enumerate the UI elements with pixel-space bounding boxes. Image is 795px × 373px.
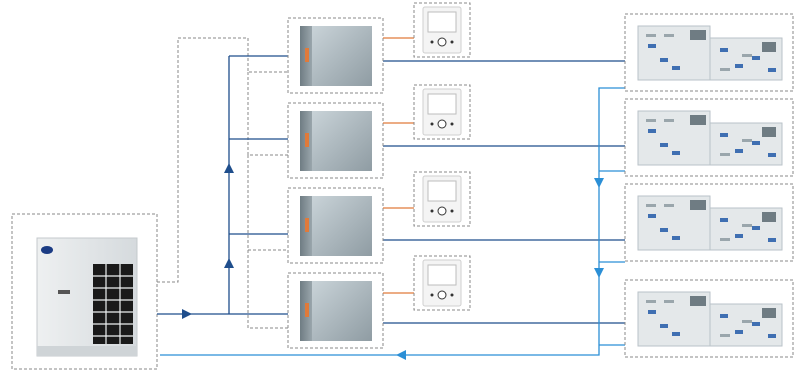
outdoor-unit-frame <box>11 213 158 370</box>
return-arrow-down-2 <box>594 268 604 278</box>
kit-to-ahu-lines <box>383 60 625 324</box>
module-row <box>287 84 794 179</box>
wall-controller-icon <box>413 2 471 58</box>
module-row <box>287 255 794 358</box>
expansion-kit-icon <box>300 196 372 256</box>
kit-frame <box>287 187 384 264</box>
air-handling-unit-icon <box>637 25 783 81</box>
wall-controller-icon <box>413 255 471 311</box>
control-wiring <box>157 37 288 329</box>
flow-arrow-up-2 <box>224 258 234 268</box>
module-row <box>287 171 794 264</box>
kit-frame <box>287 102 384 179</box>
expansion-kit-icon <box>300 281 372 341</box>
module-row <box>287 2 794 94</box>
return-lines <box>160 87 625 356</box>
outdoor-condenser-unit-icon <box>36 237 138 357</box>
ahu-frame <box>624 13 794 92</box>
wall-controller-icon <box>413 84 471 140</box>
kit-frame <box>287 17 384 94</box>
flow-arrow-up-1 <box>224 163 234 173</box>
expansion-kit-icon <box>300 111 372 171</box>
air-handling-unit-icon <box>637 291 783 347</box>
flow-arrow-right <box>182 309 192 319</box>
wall-controller-icon <box>413 171 471 227</box>
return-arrow-down-1 <box>594 178 604 188</box>
air-handling-unit-icon <box>637 110 783 166</box>
air-handling-unit-icon <box>637 195 783 251</box>
return-arrow-left <box>396 350 406 360</box>
ahu-frame <box>624 279 794 358</box>
liquid-lines <box>157 55 288 315</box>
ahu-frame <box>624 98 794 177</box>
ahu-frame <box>624 183 794 262</box>
expansion-kit-icon <box>300 26 372 86</box>
kit-frame <box>287 272 384 349</box>
module-rows <box>287 2 794 358</box>
